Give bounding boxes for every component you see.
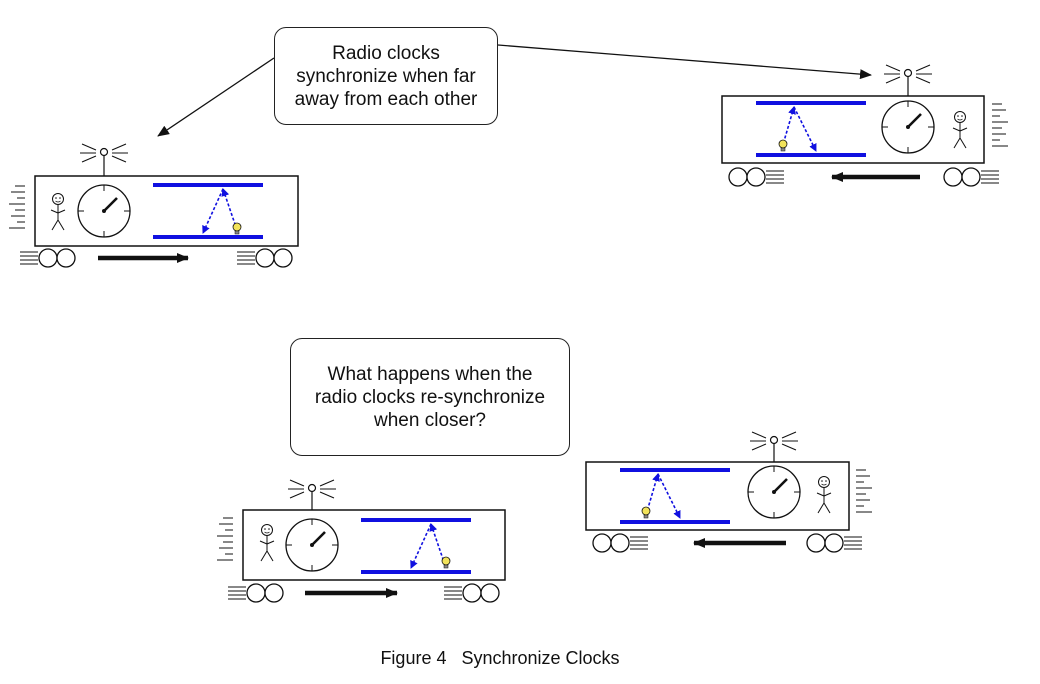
wheel-icon [943, 167, 1000, 187]
speed-lines-icon [991, 103, 1009, 147]
clock-icon [284, 517, 340, 573]
train-top-right [721, 64, 1009, 187]
train-bottom-right [585, 431, 873, 553]
wheel-icon [227, 583, 284, 603]
callout-close-resync: What happens when the radio clocks re-sy… [290, 338, 570, 456]
figure-caption: Figure 4 Synchronize Clocks [380, 648, 620, 668]
wheel-icon [19, 248, 76, 268]
speed-lines-icon [216, 517, 234, 561]
clock-icon [746, 464, 802, 520]
callout-close-resync-text: What happens when the radio clocks re-sy… [314, 363, 546, 431]
speed-lines-icon [8, 185, 26, 229]
radio-antenna-icon [883, 64, 933, 98]
clock-icon [880, 99, 936, 155]
radio-antenna-icon [287, 479, 337, 513]
clock-icon [76, 183, 132, 239]
pointer-line-right [497, 44, 872, 80]
wheel-icon [592, 533, 649, 553]
callout-far-sync: Radio clocks synchronize when far away f… [274, 27, 498, 125]
train-car-body [585, 461, 850, 531]
wheel-icon [728, 167, 785, 187]
speed-lines-icon [855, 469, 873, 513]
train-car-body [721, 95, 985, 164]
train-bottom-left [216, 479, 506, 603]
wheel-icon [443, 583, 500, 603]
pointer-line-left [157, 57, 275, 137]
wheel-icon [236, 248, 293, 268]
train-top-left [8, 143, 299, 268]
radio-antenna-icon [79, 143, 129, 177]
wheel-icon [806, 533, 863, 553]
callout-far-sync-text: Radio clocks synchronize when far away f… [294, 42, 478, 110]
radio-antenna-icon [749, 431, 799, 465]
